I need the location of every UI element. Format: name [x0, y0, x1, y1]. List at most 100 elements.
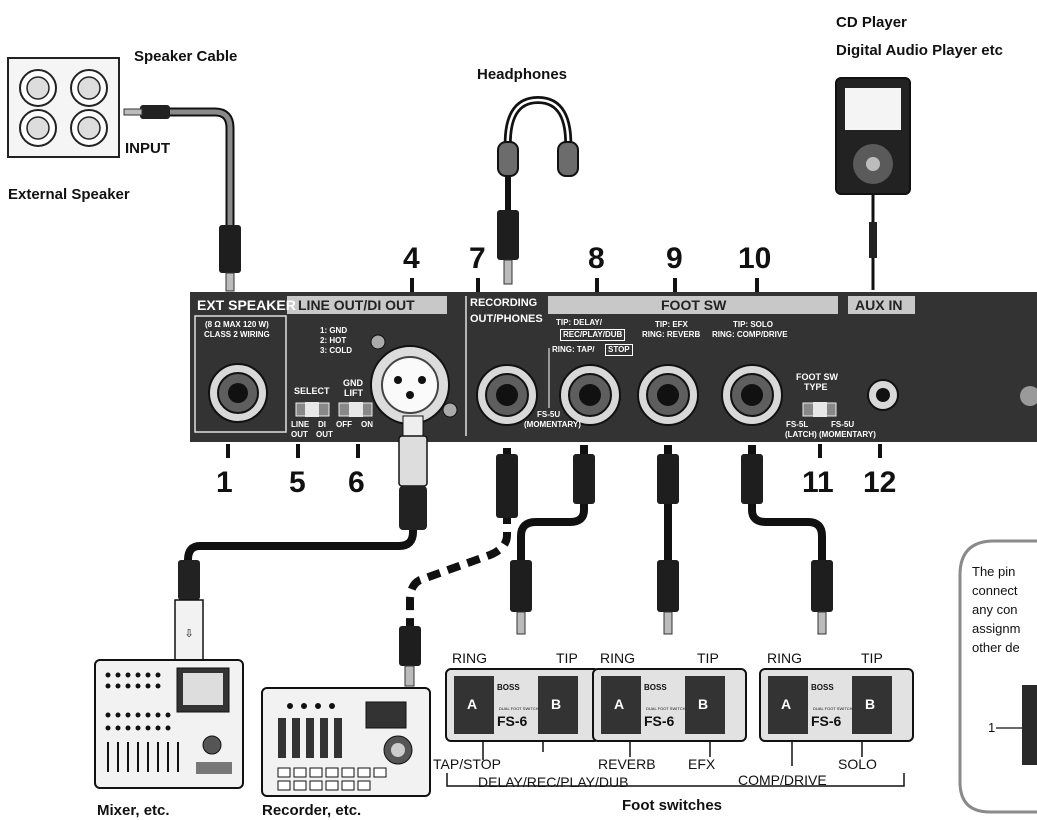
- foot-sw-type-label-2: TYPE: [804, 382, 828, 392]
- speaker-input-label: INPUT: [125, 140, 170, 157]
- foot-sw-type-label-1: FOOT SW: [796, 372, 838, 382]
- callout-ticks: [226, 278, 882, 458]
- note-line-1: The pin: [972, 564, 1016, 579]
- fs5l-label: FS-5L: [786, 420, 809, 429]
- fs2-ring-label: RING: [600, 650, 635, 666]
- mixer-label: Mixer, etc.: [97, 802, 170, 819]
- svg-text:⇩: ⇩: [184, 627, 193, 640]
- rear-panel: [190, 292, 1037, 442]
- note-box: [958, 539, 1037, 814]
- mixer-plug: ⇩: [174, 560, 204, 663]
- xlr-jack: [370, 334, 458, 425]
- xlr-pin-3: 3: COLD: [320, 346, 352, 355]
- recording-plug: [496, 454, 518, 518]
- ext-speaker-jack: [208, 363, 268, 423]
- out-phones-heading: OUT/PHONES: [470, 313, 543, 325]
- note-line-2: connect: [972, 583, 1018, 598]
- foot-switch-unit-2: [592, 668, 747, 742]
- momentary-label: (MOMENTARY): [524, 420, 581, 429]
- foot-sw-jack-9: [637, 364, 699, 426]
- gnd-lift-label-2: LIFT: [344, 388, 363, 398]
- note-line-3: any con: [972, 602, 1018, 617]
- speaker-cable: [123, 105, 241, 292]
- ring-reverb-label: RING: REVERB: [642, 330, 701, 339]
- ext-speaker-spec-2: CLASS 2 WIRING: [204, 330, 270, 339]
- select-label: SELECT: [294, 386, 330, 396]
- foot-sw-type-switch: [802, 402, 837, 417]
- fs1-pedal-a: A: [467, 696, 478, 712]
- callout-5: 5: [289, 466, 306, 499]
- fs-efx-label: EFX: [688, 756, 716, 772]
- xlr-plug: [398, 415, 428, 530]
- external-speaker-label: External Speaker: [8, 186, 130, 203]
- fs3-model: FS-6: [811, 713, 842, 729]
- fs3-brand: BOSS: [811, 683, 834, 692]
- fs2-pedal-b: B: [698, 696, 709, 712]
- gnd-on-label: ON: [361, 420, 373, 429]
- aux-in-heading: AUX IN: [855, 297, 903, 313]
- headphones-label: Headphones: [477, 66, 568, 83]
- fs3-tip-label: TIP: [861, 650, 883, 666]
- fs2-brand: BOSS: [644, 683, 667, 692]
- recorder: [261, 687, 431, 797]
- tip-solo-label: TIP: SOLO: [733, 320, 773, 329]
- callout-7: 7: [469, 242, 486, 275]
- fs2-model: FS-6: [644, 713, 675, 729]
- fs1-model-caption: DUAL FOOT SWITCH: [499, 706, 539, 711]
- mixer: [94, 659, 244, 789]
- callout-8: 8: [588, 242, 605, 275]
- ring-comp-drive-label: RING: COMP/DRIVE: [712, 330, 788, 339]
- fs3-pedal-a: A: [781, 696, 792, 712]
- digital-audio-player-label: Digital Audio Player etc: [836, 42, 1003, 59]
- callout-4: 4: [403, 242, 420, 275]
- fs-comp-drive-label: COMP/DRIVE: [738, 772, 827, 788]
- line-out-cable: [184, 435, 417, 580]
- fs-solo-label: SOLO: [838, 756, 877, 772]
- select-di-out-2: OUT: [316, 430, 333, 439]
- callout-12: 12: [863, 466, 897, 499]
- aux-in-jack: [867, 379, 899, 411]
- fs1-pedal-b: B: [551, 696, 562, 712]
- select-line-out-1: LINE: [291, 420, 310, 429]
- select-switch: [295, 402, 330, 417]
- xlr-pin-1: 1: GND: [320, 326, 348, 335]
- recording-cable: [406, 448, 511, 628]
- note-line-5: other de: [972, 640, 1020, 655]
- tip-efx-label: TIP: EFX: [655, 320, 688, 329]
- fs-reverb-label: REVERB: [598, 756, 656, 772]
- rec-play-dub-label: REC/PLAY/DUB: [560, 329, 626, 341]
- fs3-model-caption: DUAL FOOT SWITCH: [813, 706, 853, 711]
- foot-switches-bracket: [446, 773, 905, 787]
- select-di-out-1: DI: [318, 420, 326, 429]
- line-out-di-out-heading: LINE OUT/DI OUT: [298, 297, 415, 313]
- ring-tap-label: RING: TAP/: [552, 345, 595, 354]
- fs1-tip-label: TIP: [556, 650, 578, 666]
- fs2-pedal-a: A: [614, 696, 625, 712]
- fs3-ring-label: RING: [767, 650, 802, 666]
- foot-sw-jack-8: [559, 364, 621, 426]
- recorder-label: Recorder, etc.: [262, 802, 362, 819]
- fs5u-label: FS-5U: [537, 410, 561, 419]
- callout-6: 6: [348, 466, 365, 499]
- external-speaker: [7, 57, 120, 158]
- fs-tap-stop-label: TAP/STOP: [433, 756, 501, 772]
- note-pin-label: 1: [988, 720, 996, 735]
- recorder-plug: [399, 626, 421, 687]
- xlr-pin-2: 2: HOT: [320, 336, 347, 345]
- fs2-model-caption: DUAL FOOT SWITCH: [646, 706, 686, 711]
- tip-delay-label: TIP: DELAY/: [556, 318, 602, 327]
- latch-label: (LATCH): [785, 430, 817, 439]
- momentary-right-label: (MOMENTARY): [819, 430, 876, 439]
- note-line-4: assignm: [972, 621, 1021, 636]
- fs3-pedal-b: B: [865, 696, 876, 712]
- audio-player: [835, 77, 911, 290]
- callout-11: 11: [802, 466, 834, 499]
- gnd-off-label: OFF: [336, 420, 352, 429]
- pedal-leader-lines: [482, 741, 863, 766]
- foot-switches-label: Foot switches: [622, 797, 723, 814]
- headphones: [497, 95, 579, 285]
- callout-1: 1: [216, 466, 233, 499]
- xlr-pin-illustration: [996, 685, 1037, 765]
- fs-delay-rec-play-dub-label: DELAY/REC/PLAY/DUB: [478, 774, 629, 790]
